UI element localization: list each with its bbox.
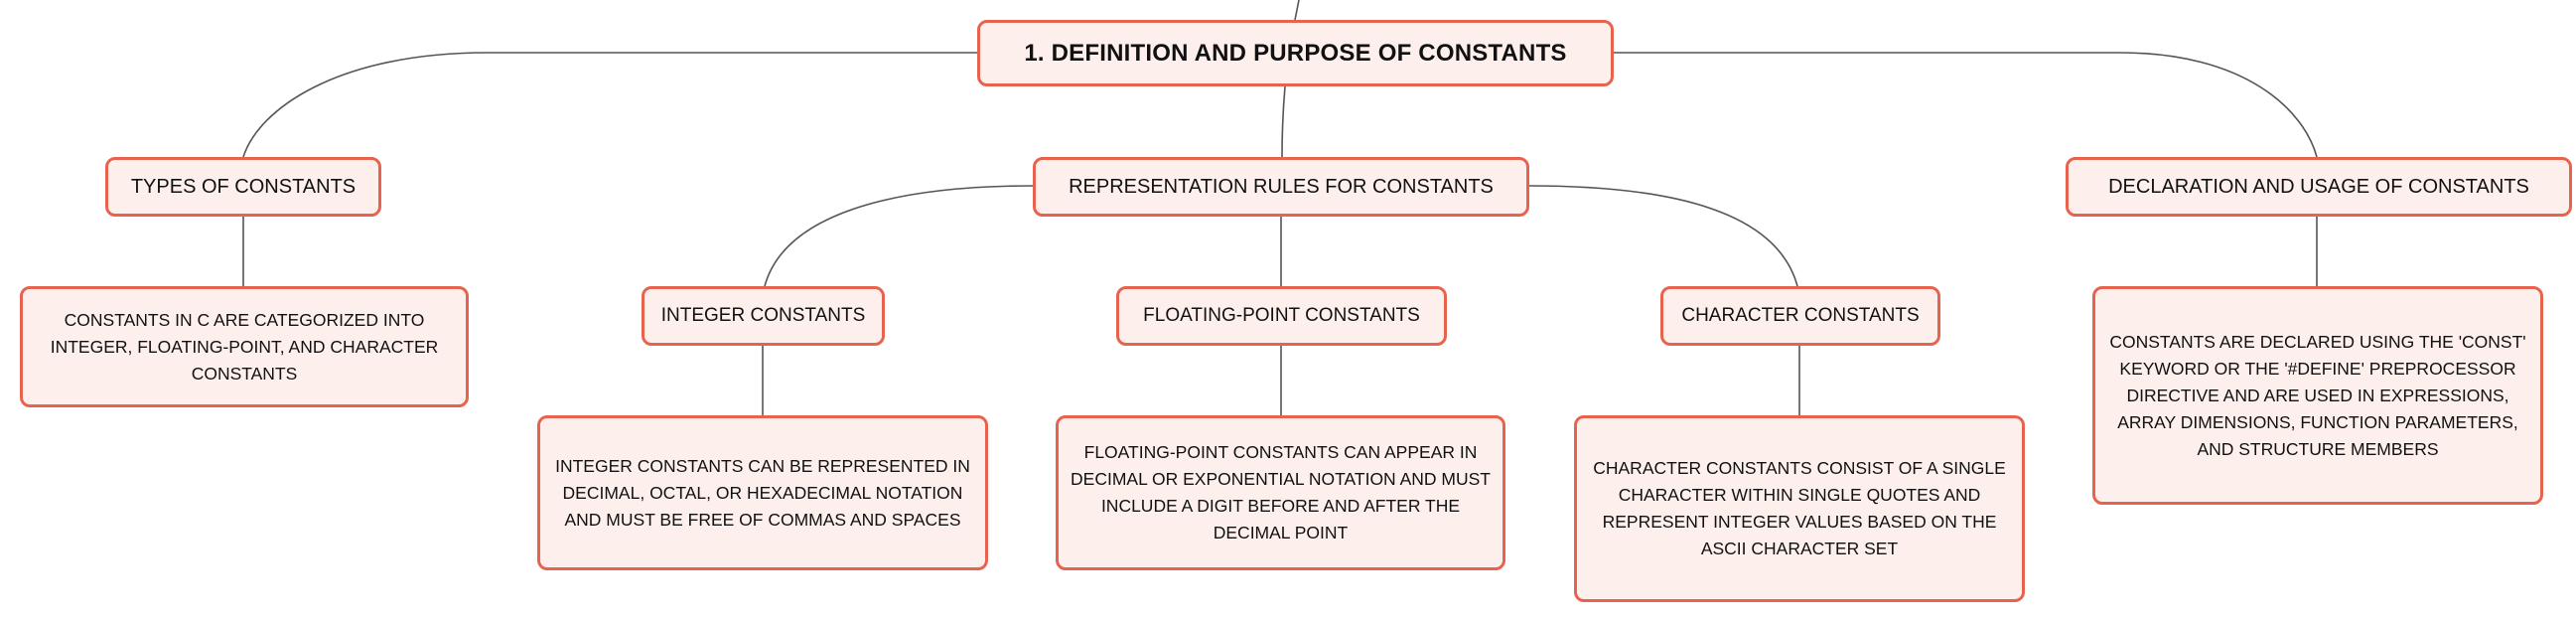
types-detail-node[interactable]: CONSTANTS IN C ARE CATEGORIZED INTO INTE… <box>20 286 469 407</box>
integer-constants-label: INTEGER CONSTANTS <box>660 305 866 326</box>
root-node-label: 1. DEFINITION AND PURPOSE OF CONSTANTS <box>1024 39 1567 67</box>
character-constants-label: CHARACTER CONSTANTS <box>1681 305 1920 326</box>
declaration-detail-text: CONSTANTS ARE DECLARED USING THE 'CONST'… <box>2109 331 2526 459</box>
connector-root-declaration <box>1614 52 2318 158</box>
representation-node-label: REPRESENTATION RULES FOR CONSTANTS <box>1069 175 1494 198</box>
integer-detail-node[interactable]: INTEGER CONSTANTS CAN BE REPRESENTED IN … <box>537 415 988 570</box>
integer-constants-node[interactable]: INTEGER CONSTANTS <box>642 286 885 346</box>
connector-representation-integer <box>764 185 1034 287</box>
representation-node[interactable]: REPRESENTATION RULES FOR CONSTANTS <box>1033 157 1529 217</box>
integer-detail-text: INTEGER CONSTANTS CAN BE REPRESENTED IN … <box>555 455 970 530</box>
character-detail-text: CHARACTER CONSTANTS CONSIST OF A SINGLE … <box>1593 458 2006 558</box>
connector-root-representation <box>1281 85 1286 158</box>
connector-root-types <box>242 52 977 158</box>
declaration-detail-node[interactable]: CONSTANTS ARE DECLARED USING THE 'CONST'… <box>2092 286 2543 505</box>
types-detail-text: CONSTANTS IN C ARE CATEGORIZED INTO INTE… <box>50 309 439 384</box>
types-node[interactable]: TYPES OF CONSTANTS <box>105 157 381 217</box>
connector-parent-root <box>1294 0 1300 21</box>
declaration-node-label: DECLARATION AND USAGE OF CONSTANTS <box>2108 175 2529 198</box>
character-constants-node[interactable]: CHARACTER CONSTANTS <box>1660 286 1940 346</box>
types-node-label: TYPES OF CONSTANTS <box>130 175 357 198</box>
root-node[interactable]: 1. DEFINITION AND PURPOSE OF CONSTANTS <box>977 20 1614 86</box>
connector-representation-character <box>1528 185 1798 287</box>
character-detail-node[interactable]: CHARACTER CONSTANTS CONSIST OF A SINGLE … <box>1574 415 2025 602</box>
floating-constants-node[interactable]: FLOATING-POINT CONSTANTS <box>1116 286 1447 346</box>
declaration-node[interactable]: DECLARATION AND USAGE OF CONSTANTS <box>2066 157 2572 217</box>
floating-constants-label: FLOATING-POINT CONSTANTS <box>1143 305 1420 326</box>
floating-detail-text: FLOATING-POINT CONSTANTS CAN APPEAR IN D… <box>1071 442 1491 542</box>
floating-detail-node[interactable]: FLOATING-POINT CONSTANTS CAN APPEAR IN D… <box>1056 415 1505 570</box>
